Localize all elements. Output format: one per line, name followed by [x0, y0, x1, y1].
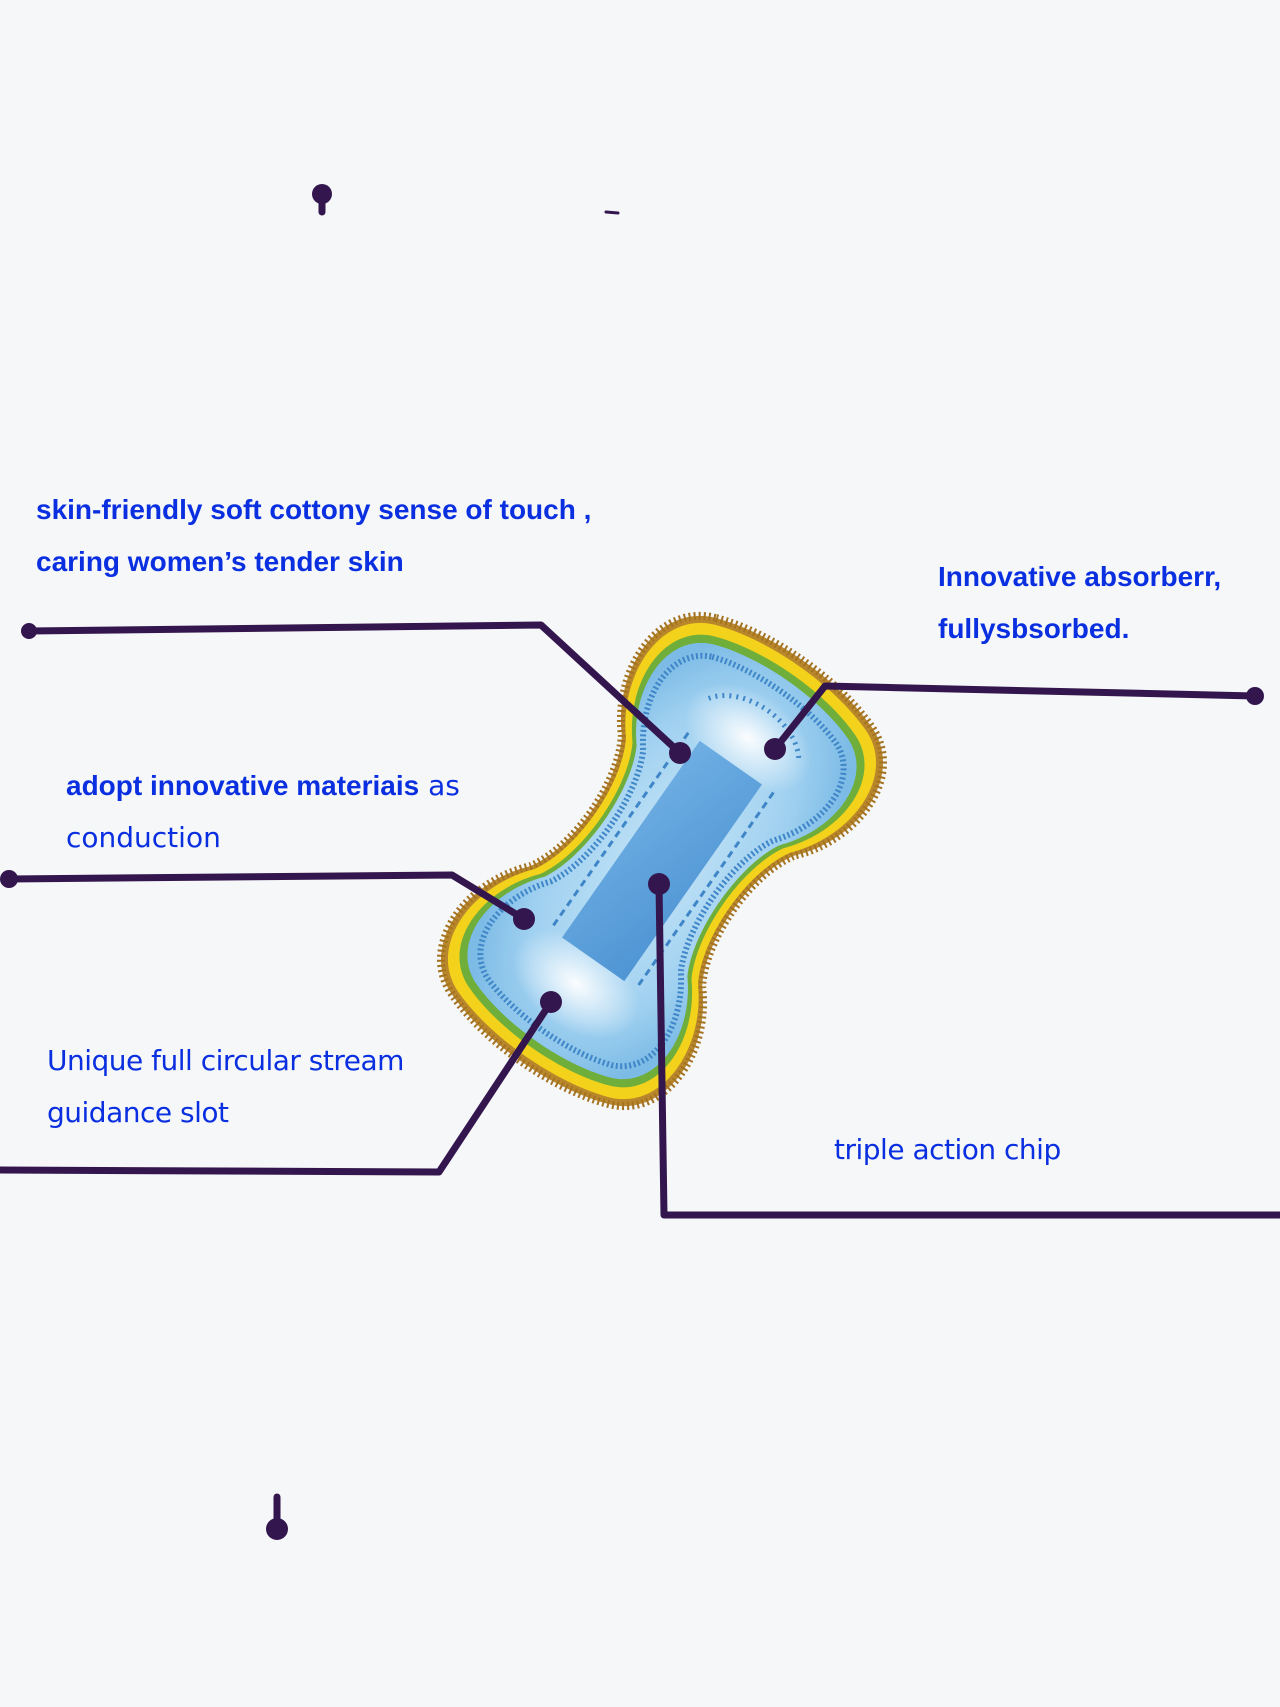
dot-materials-end [0, 870, 18, 888]
callout-absorber-line-2: fullysbsorbed. [938, 613, 1130, 644]
leader-line-chip [655, 880, 1280, 1219]
callout-skin-friendly-line-1: skin-friendly soft cottony sense of touc… [36, 494, 592, 525]
callout-absorber: Innovative absorberr, fullysbsorbed. [938, 551, 1221, 655]
dot-materials-pad [513, 908, 535, 930]
dot-stub-top [312, 184, 332, 204]
callout-materials: adopt innovative materiais as conduction [66, 760, 460, 864]
pad-stitching [477, 652, 847, 1070]
callout-materials-line-1: adopt innovative materiais as [66, 760, 460, 812]
callout-chip-line-1: triple action chip [834, 1133, 1061, 1166]
callout-chip: triple action chip [834, 1124, 1061, 1176]
leader-lines [0, 192, 1280, 1529]
callout-materials-line-2: conduction [66, 821, 221, 854]
dot-stream-slot-pad [540, 991, 562, 1013]
stream-guidance-slot-right [634, 791, 775, 990]
leader-line-materials [5, 871, 528, 923]
leader-line-absorber [771, 682, 1259, 753]
dot-skin-friendly-end [21, 623, 37, 639]
callout-stream-slot-line-1: Unique full circular stream [47, 1044, 404, 1077]
dot-absorber-end [1246, 687, 1264, 705]
callout-absorber-line-1: Innovative absorberr, [938, 561, 1222, 592]
dot-chip-pad [648, 873, 670, 895]
absorber-core [562, 740, 762, 982]
callout-skin-friendly-line-2: caring women’s tender skin [36, 546, 404, 577]
callout-skin-friendly: skin-friendly soft cottony sense of touc… [36, 484, 591, 588]
callout-stream-slot: Unique full circular stream guidance slo… [47, 1035, 404, 1139]
dot-absorber-pad [764, 738, 786, 760]
stream-guidance-slot-arc [707, 693, 802, 762]
leader-stub-top-right [604, 210, 620, 215]
dot-skin-friendly-pad [669, 742, 691, 764]
callout-materials-bold: adopt innovative materiais [66, 770, 420, 801]
leader-line-stream-slot [0, 998, 555, 1176]
callout-stream-slot-line-2: guidance slot [47, 1096, 229, 1129]
callout-materials-regular: as [419, 769, 460, 802]
dot-stub-bottom [266, 1518, 288, 1540]
leader-dots [0, 184, 1264, 1540]
leader-line-skin-friendly [25, 621, 684, 757]
